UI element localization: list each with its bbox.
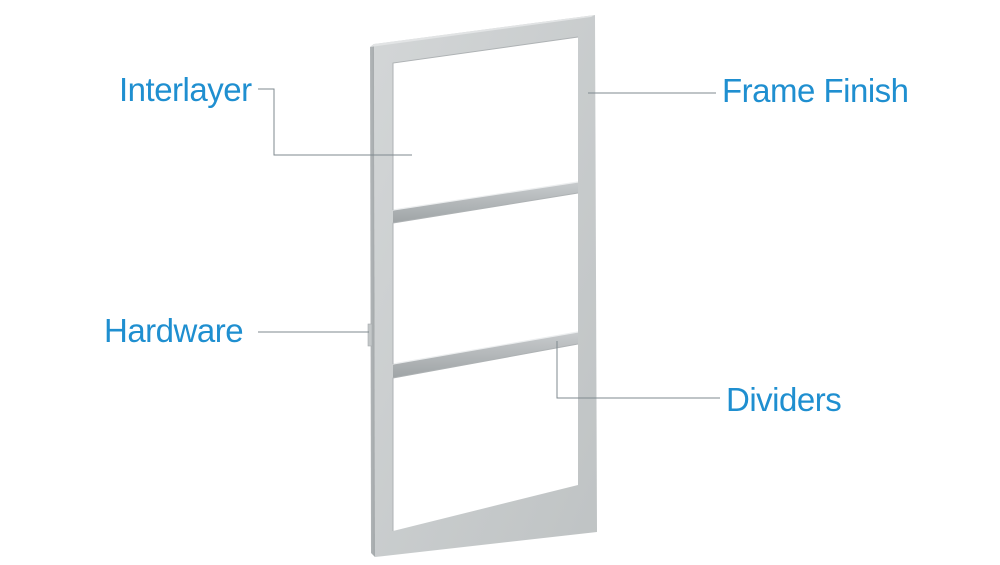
door-frame-top-edge <box>370 15 595 47</box>
divider-lower <box>393 332 578 378</box>
leader-line-interlayer <box>258 88 412 156</box>
leader-lines <box>258 88 720 399</box>
door-frame-side-edge <box>370 44 375 557</box>
callout-interlayer: Interlayer <box>119 71 252 108</box>
callout-frame-finish: Frame Finish <box>722 72 909 109</box>
callout-hardware: Hardware <box>104 312 244 349</box>
callout-dividers: Dividers <box>726 381 842 418</box>
divider-upper-highlight <box>392 181 579 211</box>
divider-upper <box>393 182 578 223</box>
divider-lower-highlight <box>392 331 579 365</box>
leader-line-dividers <box>556 341 720 399</box>
door-frame <box>374 15 597 557</box>
hardware-handle <box>367 323 373 347</box>
opening-shading <box>392 36 579 531</box>
